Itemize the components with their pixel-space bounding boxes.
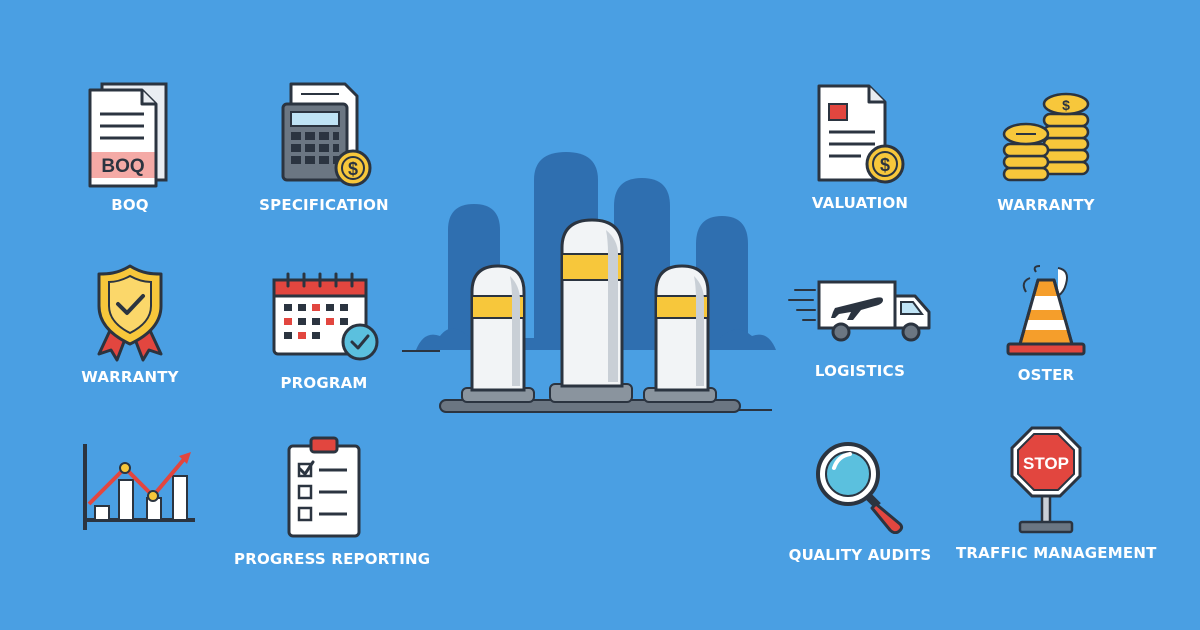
traffic-cone-icon: [1006, 265, 1086, 356]
clipboard-checklist-icon: [287, 436, 361, 538]
valuation-item: $ VALUATION: [770, 82, 950, 212]
coin-stack-icon: $: [1002, 92, 1090, 182]
warranty-left-item: WARRANTY: [40, 262, 220, 386]
program-item: PROGRAM: [234, 270, 414, 392]
center-illustration: [400, 140, 780, 430]
stop-sign-text: STOP: [1023, 454, 1069, 473]
specification-item: $ SPECIFICATION: [234, 78, 414, 214]
specification-label: SPECIFICATION: [259, 196, 389, 214]
bollards-icon: [402, 152, 776, 413]
svg-text:$: $: [348, 159, 358, 179]
chart-item: [46, 438, 226, 538]
warranty-left-label: WARRANTY: [81, 368, 179, 386]
oster-label: OSTER: [1017, 366, 1075, 384]
quality-audits-label: QUALITY AUDITS: [788, 546, 932, 564]
program-label: PROGRAM: [280, 374, 368, 392]
magnifier-icon: [816, 442, 904, 534]
truck-plane-icon: [788, 280, 931, 342]
coin-icon: $: [334, 149, 372, 187]
svg-text:$: $: [880, 155, 890, 175]
document-icon: BOQ: [88, 82, 168, 188]
progress-reporting-item: PROGRESS REPORTING: [234, 436, 431, 568]
boq-doc-text: BOQ: [101, 156, 144, 177]
quality-audits-item: QUALITY AUDITS: [770, 438, 950, 564]
warranty-right-item: $ WARRANTY: [956, 88, 1136, 214]
coin-symbol: $: [1062, 97, 1070, 113]
progress-reporting-label: PROGRESS REPORTING: [234, 550, 431, 568]
logistics-label: LOGISTICS: [814, 362, 906, 380]
logistics-item: LOGISTICS: [770, 272, 950, 380]
traffic-management-label: TRAFFIC MANAGEMENT: [956, 544, 1157, 562]
coin-icon: $: [865, 144, 905, 184]
shield-badge-icon: [97, 264, 163, 362]
valuation-label: VALUATION: [811, 194, 909, 212]
warranty-right-label: WARRANTY: [997, 196, 1095, 214]
calculator-icon: $: [281, 82, 372, 187]
boq-item: BOQ BOQ: [40, 78, 220, 214]
stop-sign-icon: STOP: [1010, 426, 1082, 534]
invoice-icon: $: [817, 84, 905, 184]
line-chart-icon: [83, 444, 195, 530]
boq-label: BOQ: [111, 196, 149, 214]
traffic-management-item: STOP TRAFFIC MANAGEMENT: [956, 426, 1157, 562]
oster-item: OSTER: [956, 262, 1136, 384]
calendar-icon: [272, 272, 379, 361]
